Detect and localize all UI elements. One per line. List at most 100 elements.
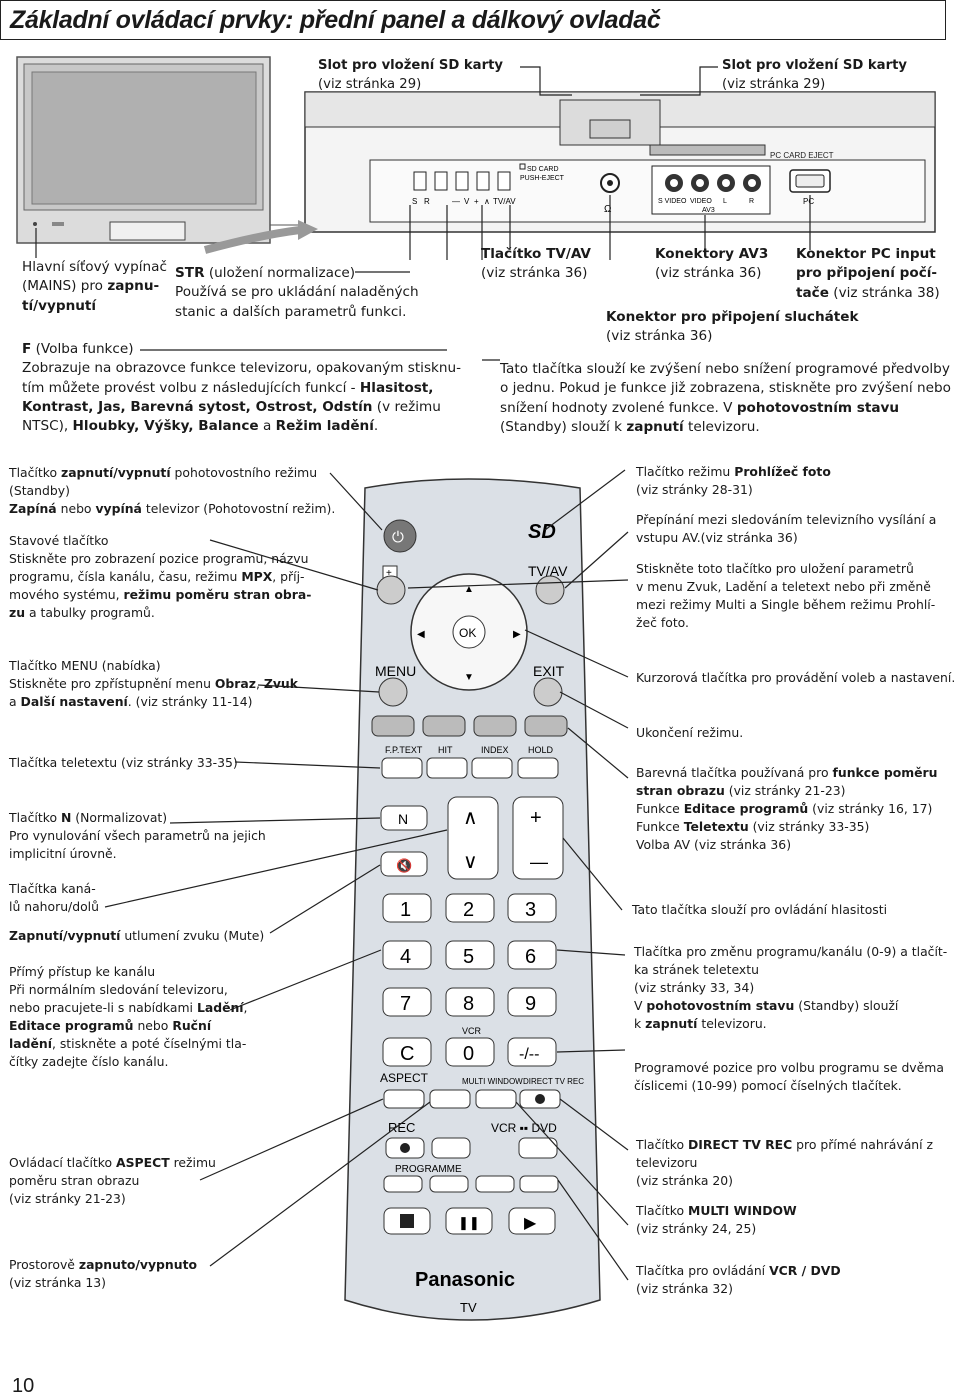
status-4b: režimu poměru stran obra- [123, 586, 312, 602]
twodig-2: číslicemi (10-99) pomocí číselných tlačí… [634, 1077, 902, 1093]
dtvrec-1b: DIRECT TV REC [687, 1137, 793, 1152]
f-line-5a: NTSC), [22, 418, 73, 435]
pause-icon: ❚❚ [458, 1215, 480, 1231]
direct-4b: nebo [133, 1017, 173, 1033]
video-label: VIDEO [690, 198, 712, 205]
push-eject-label: PUSH-EJECT [520, 175, 565, 182]
ok-button [452, 615, 486, 649]
pc-label: PC [803, 197, 814, 206]
leader-sd-right [640, 66, 718, 96]
f-line-1: (Volba funkce) [31, 341, 134, 357]
fast-forward-button [519, 1175, 559, 1193]
power-3d: televizor (Pohotovostní režim). [141, 500, 336, 516]
direct-5a: ladění [9, 1035, 52, 1051]
aspect-1c: režimu [169, 1155, 216, 1170]
channel-down-icon: ∨ [463, 851, 478, 873]
n-3: implicitní úrovně. [9, 845, 117, 861]
cursor-down-icon: ▼ [464, 672, 474, 683]
digit-6: 6 [525, 946, 536, 968]
direct-tv-rec-label: DIRECT TV REC [523, 1077, 584, 1086]
av3-top-label: Konektory AV3 (viz stránka 36) [655, 245, 795, 284]
tvav-top-ref: (viz stránka 36) [481, 265, 588, 282]
dtvrec-2: televizoru [636, 1154, 698, 1170]
tvav-2: vstupu AV.(viz stránka 36) [636, 529, 798, 545]
store-1: Stiskněte toto tlačítko pro uložení para… [636, 561, 914, 576]
direct-6: čítky zadejte číslo kanálu. [9, 1053, 169, 1069]
direct-1: Přímý přístup ke kanálu [9, 964, 156, 979]
mains-line-2a: (MAINS) pro [22, 278, 108, 295]
menu-annotation: Tlačítko MENU (nabídka) Stiskněte pro zp… [9, 657, 339, 711]
cursor-annotation: Kurzorová tlačítka pro provádění voleb a… [636, 670, 956, 685]
teletext-button-4 [517, 757, 559, 779]
pcin-line-3b: (viz stránka 38) [828, 284, 940, 301]
status-4a: mového systému, [9, 586, 124, 602]
vcr-annotation: Tlačítka pro ovládání VCR / DVD (viz str… [636, 1262, 956, 1298]
digit-0: 0 [463, 1043, 474, 1065]
page-title: Základní ovládací prvky: přední panel a … [10, 6, 661, 34]
volume-minus-label: — [530, 852, 548, 872]
tt-label-fptext: F.P.TEXT [385, 745, 423, 755]
prog-line-3a: snížení hodnoty zvolené funkce. V [500, 399, 737, 416]
status-3b: MPX [241, 568, 273, 584]
n-2: Pro vynulování všech parametrů na jejich [9, 827, 266, 843]
zoom-arrow [203, 226, 301, 254]
vcr-1a: Tlačítka pro ovládání [636, 1263, 770, 1278]
twodigit-annotation: Programové pozice pro volbu programu se … [634, 1059, 954, 1095]
remote-exit-button [533, 677, 563, 707]
tt-label-hold: HOLD [528, 745, 554, 755]
aspect-annotation: Ovládací tlačítko ASPECT režimu poměru s… [9, 1154, 269, 1208]
page-number: 10 [12, 1375, 35, 1397]
remote-mute-button [380, 851, 428, 877]
panel-btn-minus: — [452, 197, 460, 206]
dtvrec-1c: pro přímé nahrávání z [792, 1137, 934, 1152]
dtvrec-3: (viz stránka 20) [636, 1172, 733, 1188]
power-3b: nebo [56, 500, 96, 516]
play-button [508, 1207, 556, 1235]
channel-up-icon: ∧ [463, 807, 478, 829]
programme-up-button [429, 1175, 469, 1193]
str-line-1: (uložení normalizace) [204, 265, 356, 281]
num-5b: zapnutí [645, 1015, 698, 1031]
digit-two-digit: -/-- [519, 1046, 539, 1063]
sd-slot [589, 119, 631, 139]
color-3b: Editace programů [683, 800, 809, 816]
f-line-5b: Hloubky, Výšky, Balance [72, 418, 259, 435]
power-1c: pohotovostního režimu [170, 465, 318, 480]
pause-button [445, 1207, 493, 1235]
remote-illustration: ⏻ SD + TV/AV OK ▲ ▼ ◀ ▶ MENU EXIT F.P.TE… [104, 469, 629, 1321]
f-label: F (Volba funkce) Zobrazuje na obrazovce … [22, 340, 462, 436]
f-line-4b: (v režimu [372, 398, 441, 415]
prog-line-1: Tato tlačítka slouží ke zvýšení nebo sní… [500, 361, 950, 377]
num-4b: pohotovostním stavu [646, 997, 795, 1013]
av3-top-title: Konektory AV3 [655, 246, 769, 262]
direct-5b: , stiskněte a poté číselnými tla- [51, 1035, 247, 1051]
volume-annotation: Tato tlačítka slouží pro ovládání hlasit… [632, 902, 888, 917]
teletext-button-2 [426, 757, 468, 779]
viewer-1a: Tlačítko režimu [636, 464, 735, 479]
status-5a: zu [9, 604, 26, 620]
cursor-left-icon: ◀ [417, 629, 425, 640]
multi-window-label: MULTI WINDOW [462, 1077, 523, 1086]
headphone-icon: Ω [604, 204, 612, 215]
tvav-annotation: Přepínání mezi sledováním televizního vy… [636, 511, 954, 547]
surround-1a: Prostorově [9, 1257, 79, 1272]
color-3a: Funkce [636, 800, 684, 816]
red-button [371, 715, 415, 737]
sd-card-label: SD CARD [527, 166, 559, 173]
power-annotation: Tlačítko zapnutí/vypnutí pohotovostního … [9, 464, 349, 518]
tt-label-hit: HIT [438, 745, 453, 755]
viewer-2: (viz stránky 28-31) [636, 481, 753, 497]
color-4b: Teletextu [683, 818, 749, 834]
teletext-button-3 [471, 757, 513, 779]
programme-down-button [383, 1175, 423, 1193]
channel-rocker [447, 796, 499, 880]
power-1b: zapnutí/vypnutí [60, 465, 171, 480]
hp-title: Konektor pro připojení sluchátek [606, 309, 859, 325]
panel-btn-up: ∧ [484, 197, 490, 206]
panel-btn-s: S [412, 197, 417, 206]
brand-logo: Panasonic [415, 1269, 515, 1291]
tv-mains-switch [52, 222, 64, 226]
prog-top-label: Tato tlačítka slouží ke zvýšení nebo sní… [500, 360, 955, 437]
surround-button [429, 1089, 471, 1109]
store-3: mezi režimy Multi a Single během režimu … [636, 596, 936, 612]
